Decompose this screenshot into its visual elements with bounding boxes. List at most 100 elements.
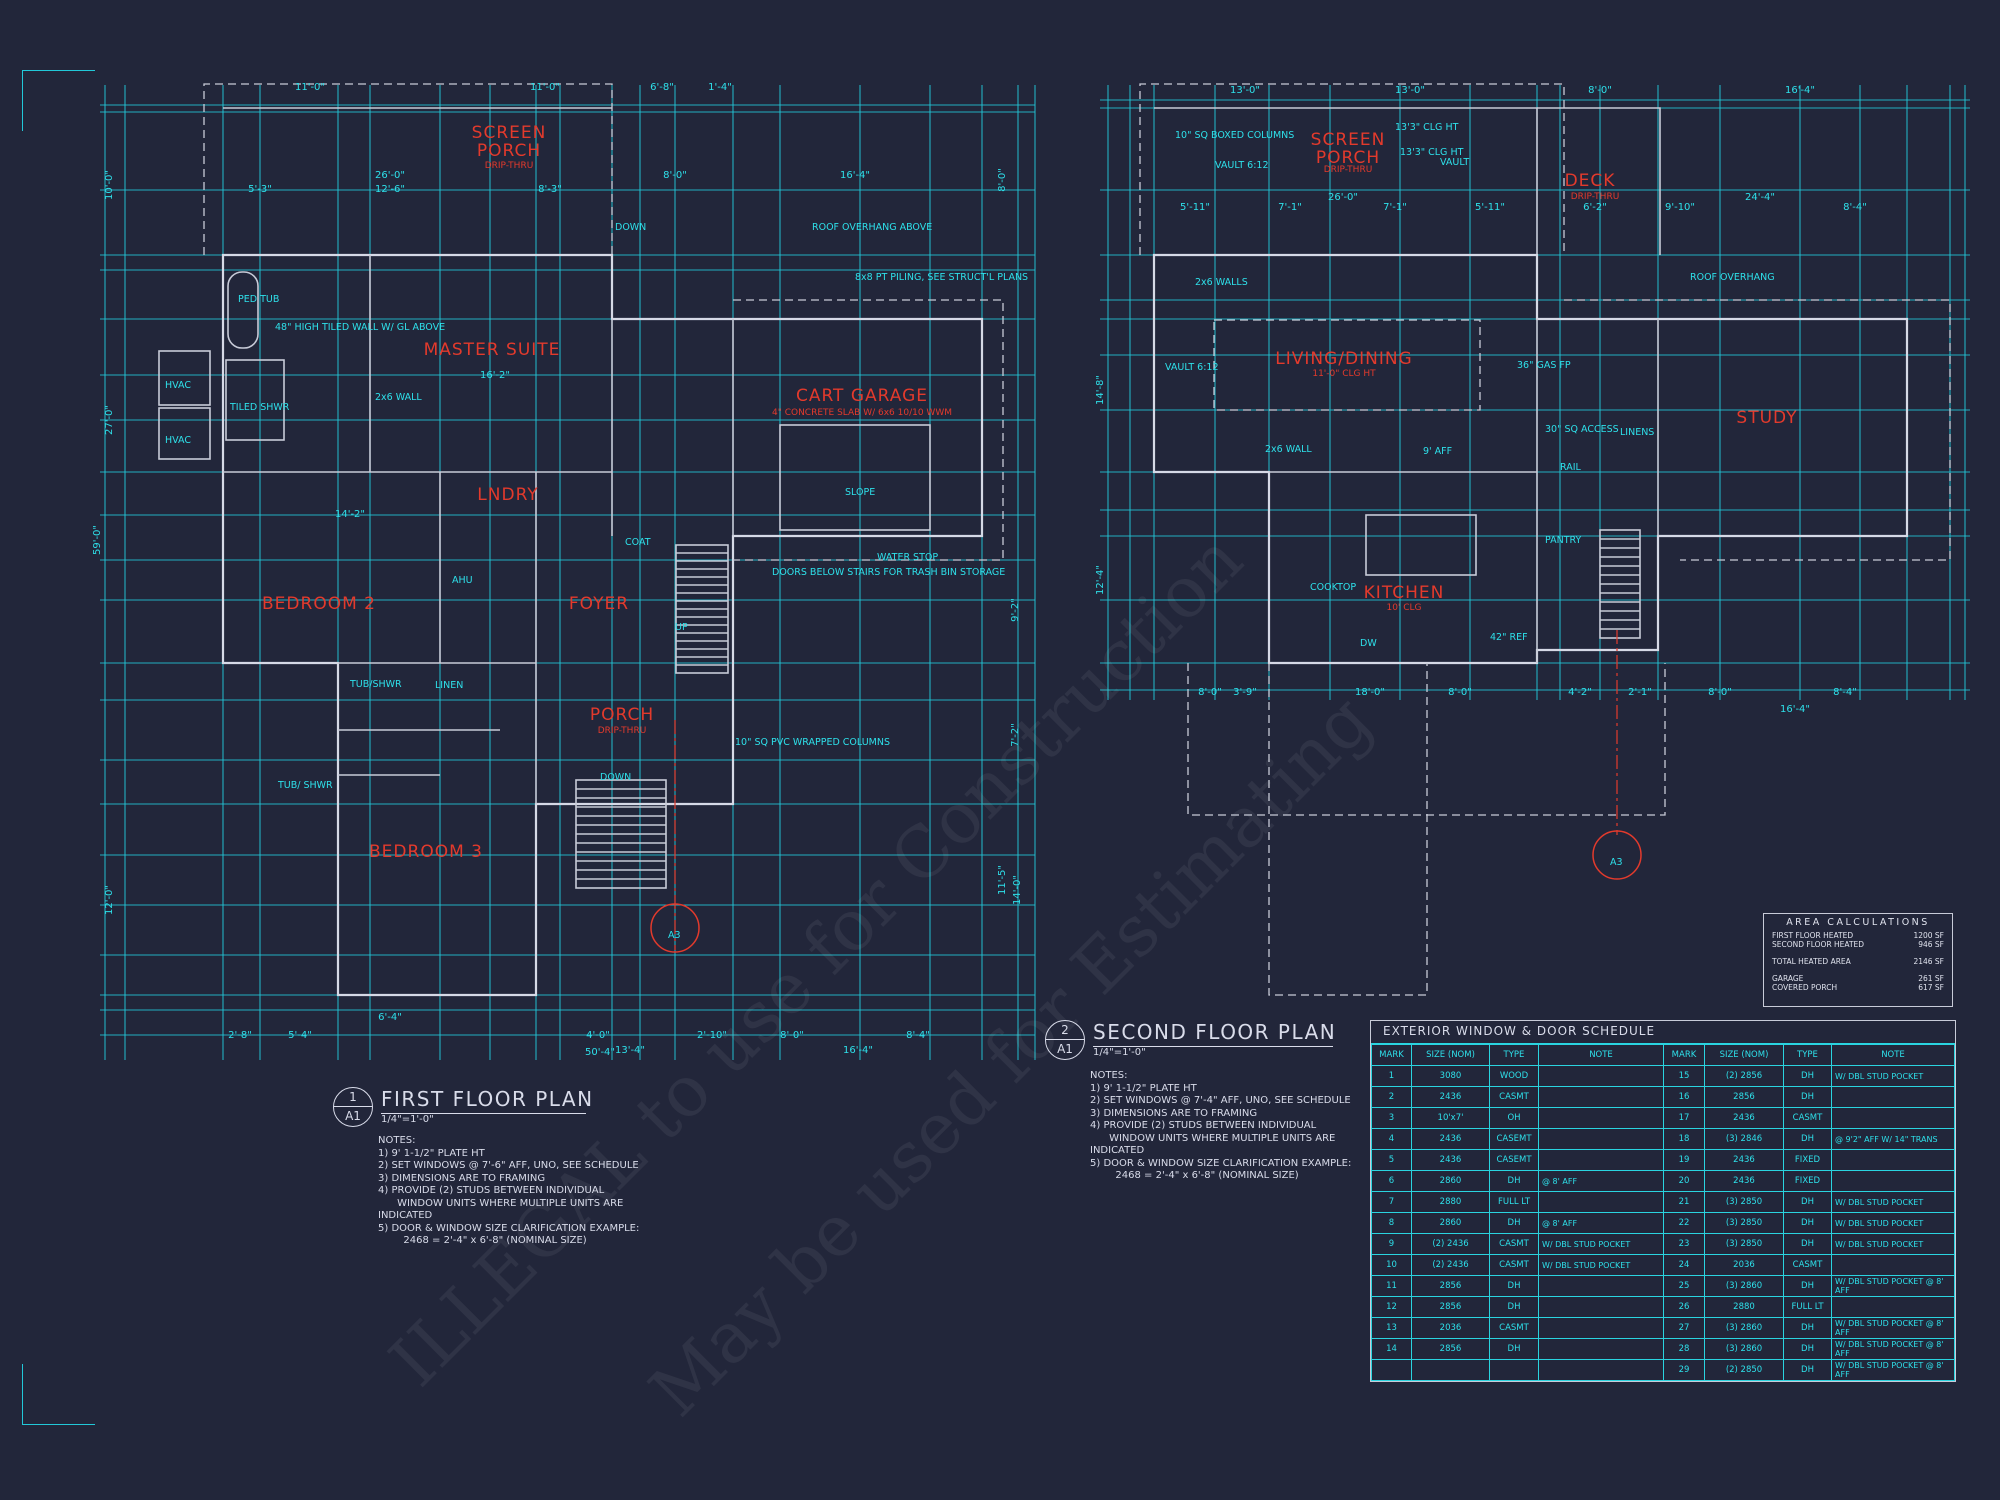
- schedule-cell: W/ DBL STUD POCKET @ 8' AFF: [1831, 1317, 1955, 1339]
- schedule-cell: 2: [1371, 1086, 1412, 1108]
- section-marker: [1592, 830, 1642, 880]
- schedule-cell: DH: [1489, 1212, 1539, 1234]
- schedule-cell: [1538, 1275, 1664, 1297]
- schedule-cell: 28: [1663, 1338, 1705, 1360]
- schedule-cell: 2436: [1411, 1128, 1490, 1150]
- dimension-text: 13'-0": [1230, 85, 1260, 96]
- schedule-cell: DH: [1783, 1128, 1832, 1150]
- schedule-cell: 2436: [1704, 1170, 1784, 1192]
- annotation-label: COOKTOP: [1310, 582, 1356, 593]
- schedule-cell: CASMT: [1489, 1317, 1539, 1339]
- dimension-text: 2'-8": [228, 1030, 252, 1041]
- schedule-cell: (2) 2850: [1704, 1359, 1784, 1381]
- room-label-foyer: FOYER: [569, 594, 629, 614]
- schedule-cell: 10: [1371, 1254, 1412, 1276]
- note: 2) SET WINDOWS @ 7'-4" AFF, UNO, SEE SCH…: [1090, 1095, 1351, 1106]
- schedule-cell: 2036: [1704, 1254, 1784, 1276]
- schedule-cell: 12: [1371, 1296, 1412, 1318]
- area-label: SECOND FLOOR HEATED: [1772, 940, 1865, 949]
- note: 5) DOOR & WINDOW SIZE CLARIFICATION EXAM…: [378, 1222, 640, 1247]
- annotation-label: 30" SQ ACCESS: [1545, 424, 1619, 435]
- dimension-text: 9'-10": [1665, 202, 1695, 213]
- dimension-text: 9'-2": [1010, 598, 1021, 622]
- area-row: TOTAL HEATED AREA 2146 SF: [1772, 957, 1944, 966]
- schedule-cell: 24: [1663, 1254, 1705, 1276]
- dimension-text: 8'-0": [1708, 687, 1732, 698]
- schedule-cell: (3) 2860: [1704, 1317, 1784, 1339]
- schedule-cell: 2860: [1411, 1212, 1490, 1234]
- schedule-cell: [1538, 1296, 1664, 1318]
- annotation-label: TUB/ SHWR: [277, 780, 333, 791]
- schedule-cell: W/ DBL STUD POCKET @ 8' AFF: [1831, 1359, 1955, 1381]
- schedule-cell: 16: [1663, 1086, 1705, 1108]
- sheet-corner-mark-bottom: [22, 1364, 95, 1425]
- room-label-living-dining: LIVING/DINING: [1275, 349, 1412, 369]
- schedule-cell: OH: [1489, 1107, 1539, 1129]
- schedule-cell: DH: [1783, 1065, 1832, 1087]
- dimension-text: 10'-0": [104, 170, 115, 200]
- schedule-cell: 14: [1371, 1338, 1412, 1360]
- dimension-text: 16'-4": [840, 170, 870, 181]
- area-label: TOTAL HEATED AREA: [1772, 957, 1851, 966]
- area-value: 2146 SF: [1913, 957, 1944, 966]
- schedule-cell: 2856: [1704, 1086, 1784, 1108]
- stair-first-floor-upper: [675, 544, 729, 674]
- dimension-text: 13'-4": [615, 1045, 645, 1056]
- room-label-laundry: LNDRY: [477, 485, 538, 505]
- schedule-cell: FIXED: [1783, 1149, 1832, 1171]
- dimension-text: 50'-4": [585, 1047, 615, 1058]
- dimension-text: 7'-1": [1278, 202, 1302, 213]
- schedule-cell: [1831, 1149, 1955, 1171]
- schedule-cell: 27: [1663, 1317, 1705, 1339]
- dimension-text: 16'-4": [1780, 704, 1810, 715]
- annotation-label: SLOPE: [845, 487, 875, 498]
- shower: [225, 359, 285, 441]
- area-label: COVERED PORCH: [1772, 983, 1838, 992]
- schedule-cell: 17: [1663, 1107, 1705, 1129]
- schedule-cell: 2856: [1411, 1275, 1490, 1297]
- dimension-text: 16'-2": [480, 370, 510, 381]
- schedule-cell: 26: [1663, 1296, 1705, 1318]
- dimension-text: 8'-0": [1198, 687, 1222, 698]
- screen-porch-outline: [203, 83, 613, 255]
- schedule-cell: DH: [1783, 1359, 1832, 1381]
- room-label-bedroom-3: BEDROOM 3: [369, 842, 483, 862]
- schedule-cell: [1831, 1170, 1955, 1192]
- schedule-cell: 15: [1663, 1065, 1705, 1087]
- room-sublabel: 11'-0" CLG HT: [1312, 369, 1376, 379]
- schedule-cell: [1831, 1254, 1955, 1276]
- room-sublabel: DRIP-THRU: [598, 726, 647, 736]
- room-label-study: STUDY: [1736, 408, 1797, 428]
- annotation-label: LINEN: [435, 680, 463, 691]
- schedule-cell: [1538, 1086, 1664, 1108]
- annotation-label: RAIL: [1560, 462, 1582, 473]
- note: 5) DOOR & WINDOW SIZE CLARIFICATION EXAM…: [1090, 1157, 1352, 1182]
- dimension-text: 11'-5": [997, 865, 1008, 895]
- annotation-label: UP: [675, 622, 688, 633]
- note: 4) PROVIDE (2) STUDS BETWEEN INDIVIDUAL …: [1090, 1120, 1336, 1156]
- notes-heading: NOTES:: [378, 1135, 416, 1146]
- dimension-text: 8'-0": [663, 170, 687, 181]
- area-value: 261 SF: [1918, 974, 1944, 983]
- dimension-text: 5'-11": [1180, 202, 1210, 213]
- schedule-cell: 18: [1663, 1128, 1705, 1150]
- area-row: SECOND FLOOR HEATED 946 SF: [1772, 940, 1944, 949]
- schedule-cell: 5: [1371, 1149, 1412, 1171]
- area-value: 946 SF: [1918, 940, 1944, 949]
- schedule-cell: 22: [1663, 1212, 1705, 1234]
- note: 2) SET WINDOWS @ 7'-6" AFF, UNO, SEE SCH…: [378, 1160, 639, 1171]
- dimension-text: 14'-8": [1095, 375, 1106, 405]
- schedule-cell: 6: [1371, 1170, 1412, 1192]
- annotation-label: COAT: [625, 537, 651, 548]
- annotation-label: HVAC: [165, 435, 191, 446]
